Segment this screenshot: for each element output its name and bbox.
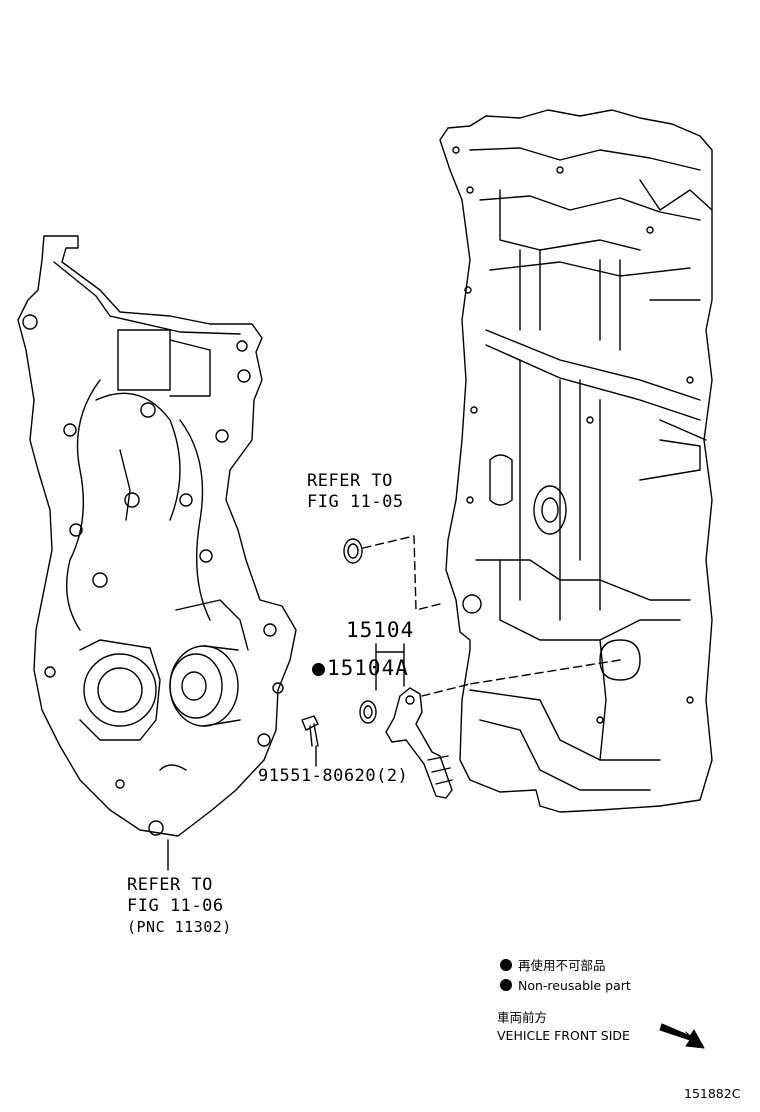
part-number-15104a-row: 15104A — [312, 656, 409, 680]
dashed-guide-sensor — [421, 659, 621, 697]
leader-15104 — [375, 643, 405, 691]
refer-top-line1: REFER TO — [307, 471, 393, 491]
front-arrow-icon — [659, 1023, 705, 1049]
timing-cover-illustration — [17, 235, 297, 871]
nonreusable-dot-icon — [500, 979, 512, 991]
legend-nonreusable-jp: 再使用不可部品 — [518, 958, 606, 973]
bolt-91551-illustration — [301, 715, 319, 747]
part-number-15104: 15104 — [346, 618, 415, 642]
engine-block-illustration — [439, 109, 713, 813]
seal-ring-illustration — [343, 538, 363, 564]
legend-nonreusable-jp-row: 再使用不可部品 — [500, 958, 606, 974]
refer-bottom-line1: REFER TO — [127, 875, 213, 895]
legend-front-jp: 車両前方 — [497, 1010, 548, 1025]
figure-id: 151882C — [684, 1086, 741, 1101]
legend-nonreusable-en-row: Non-reusable part — [500, 978, 631, 994]
refer-bottom-line3: (PNC 11302) — [127, 918, 232, 936]
refer-top-line2: FIG 11-05 — [307, 492, 404, 512]
legend-front-en: VEHICLE FRONT SIDE — [497, 1028, 630, 1043]
oring-15104a-illustration — [359, 700, 377, 724]
crank-sensor-illustration — [385, 687, 453, 799]
legend-nonreusable-en: Non-reusable part — [518, 978, 631, 993]
nonreusable-dot-icon — [500, 959, 512, 971]
part-number-bolt: 91551-80620(2) — [258, 766, 409, 786]
part-number-15104a: 15104A — [327, 656, 409, 680]
nonreusable-dot-icon — [312, 663, 325, 676]
refer-bottom-line2: FIG 11-06 — [127, 896, 224, 916]
dashed-guide-top — [362, 535, 441, 611]
